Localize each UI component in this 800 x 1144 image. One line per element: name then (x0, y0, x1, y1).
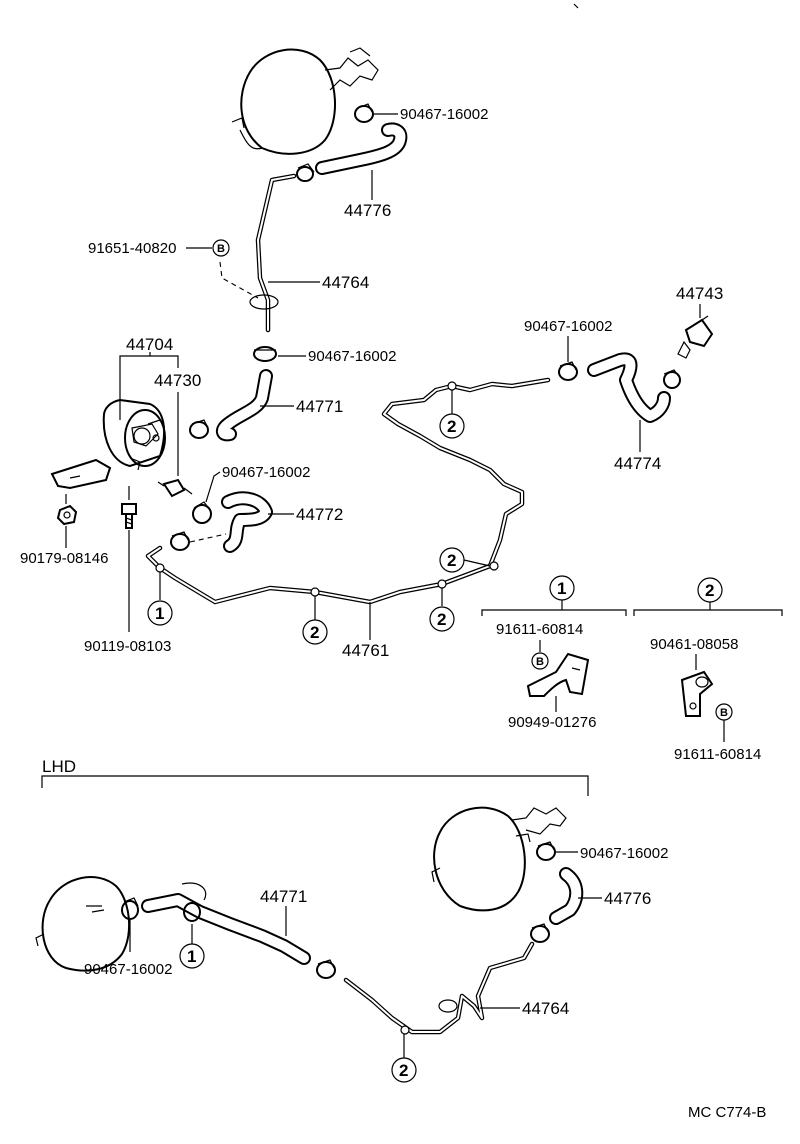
label-44771-lhd: 44771 (260, 887, 307, 906)
label-90467-16002-right: 90467-16002 (524, 318, 612, 335)
label-44764-lhd: 44764 (522, 999, 569, 1018)
hose-44772 (221, 491, 273, 553)
marker-2-pipe-c (439, 547, 465, 573)
label-44771-top: 44771 (296, 397, 343, 416)
svg-text:B: B (536, 656, 544, 668)
label-lhd: LHD (42, 757, 76, 776)
hose-clamp-lhd-c (121, 897, 139, 920)
marker-2-pipe-d (439, 413, 465, 439)
svg-text:2: 2 (705, 581, 714, 600)
hose-44776-lhd (549, 867, 584, 925)
hose-44776-top (315, 122, 408, 175)
svg-text:B: B (720, 707, 728, 719)
label-91611-60814-a: 91611-60814 (496, 621, 583, 638)
svg-text:2: 2 (399, 1061, 408, 1080)
hose-clamp-lhd-a (536, 841, 556, 861)
check-valve-44743 (677, 315, 714, 359)
hose-clamp-top-a (354, 103, 374, 123)
hose-clamp-top-c (253, 346, 277, 362)
hose-clamp-valve (663, 369, 681, 389)
label-90467-16002-lhd-right: 90467-16002 (580, 845, 668, 862)
nut-90179-08146 (56, 504, 78, 526)
brake-booster-lhd-left (35, 876, 131, 972)
marker-b-91611-a (531, 652, 549, 670)
label-44704: 44704 (126, 335, 173, 354)
clip-90461-08058 (680, 670, 714, 717)
label-44764-top: 44764 (322, 273, 369, 292)
hose-clamp-pump (189, 419, 209, 439)
marker-2-pipe-a (302, 619, 328, 645)
marker-b-91651 (212, 239, 230, 257)
hose-clamp-top-b (296, 163, 315, 182)
svg-text:1: 1 (155, 604, 164, 623)
label-44730: 44730 (154, 371, 201, 390)
label-90179-08146: 90179-08146 (20, 550, 108, 567)
svg-text:2: 2 (437, 610, 446, 629)
label-90461-08058: 90461-08058 (650, 636, 738, 653)
hose-44771-top (216, 369, 273, 442)
marker-2-pipe-b (429, 606, 455, 632)
label-90119-08103: 90119-08103 (84, 638, 171, 655)
hose-clamp-lhd-b (530, 923, 550, 943)
svg-text:2: 2 (447, 417, 456, 436)
sensor-44730 (157, 478, 193, 498)
hose-44771-lhd (141, 882, 311, 965)
marker-1-pipe (147, 600, 173, 626)
svg-text:2: 2 (447, 551, 456, 570)
label-91611-60814-b: 91611-60814 (674, 746, 761, 763)
label-90467-16002-top: 90467-16002 (400, 106, 488, 123)
hose-clamp-lhd-d (316, 959, 336, 979)
label-90467-16002-lhd-left: 90467-16002 (84, 961, 172, 978)
hose-clamp-right (558, 361, 578, 381)
marker-1-lhd (179, 943, 205, 969)
pipe-44764-lhd (343, 941, 535, 1035)
svg-text:1: 1 (187, 947, 196, 966)
label-44761: 44761 (342, 641, 389, 660)
brake-booster-lhd-right (431, 806, 567, 912)
svg-text:B: B (217, 243, 225, 255)
label-44772: 44772 (296, 505, 343, 524)
pipe-44764-top (249, 173, 297, 333)
label-90467-16002-mid: 90467-16002 (308, 348, 396, 365)
hose-clamp-left (170, 531, 190, 551)
marker-2-lhd (391, 1057, 417, 1083)
pipe-44761 (145, 377, 551, 605)
label-44743: 44743 (676, 284, 723, 303)
label-44776-top: 44776 (344, 201, 391, 220)
hose-44774 (587, 352, 671, 423)
brake-booster-top (231, 47, 379, 155)
label-90467-16002-lower: 90467-16002 (222, 464, 310, 481)
svg-text:2: 2 (310, 623, 319, 642)
diagram-code: MC C774-B (688, 1104, 766, 1121)
label-90949-01276: 90949-01276 (508, 714, 596, 731)
label-44774: 44774 (614, 454, 661, 473)
bolt-90119-08103 (121, 503, 137, 529)
vacuum-pump-44704 (50, 398, 166, 490)
svg-text:1: 1 (557, 579, 566, 598)
label-91651-40820: 91651-40820 (88, 240, 176, 257)
label-44776-lhd: 44776 (604, 889, 651, 908)
hose-clamp-44772 (192, 501, 212, 524)
clamp-90949-01276 (526, 652, 590, 697)
